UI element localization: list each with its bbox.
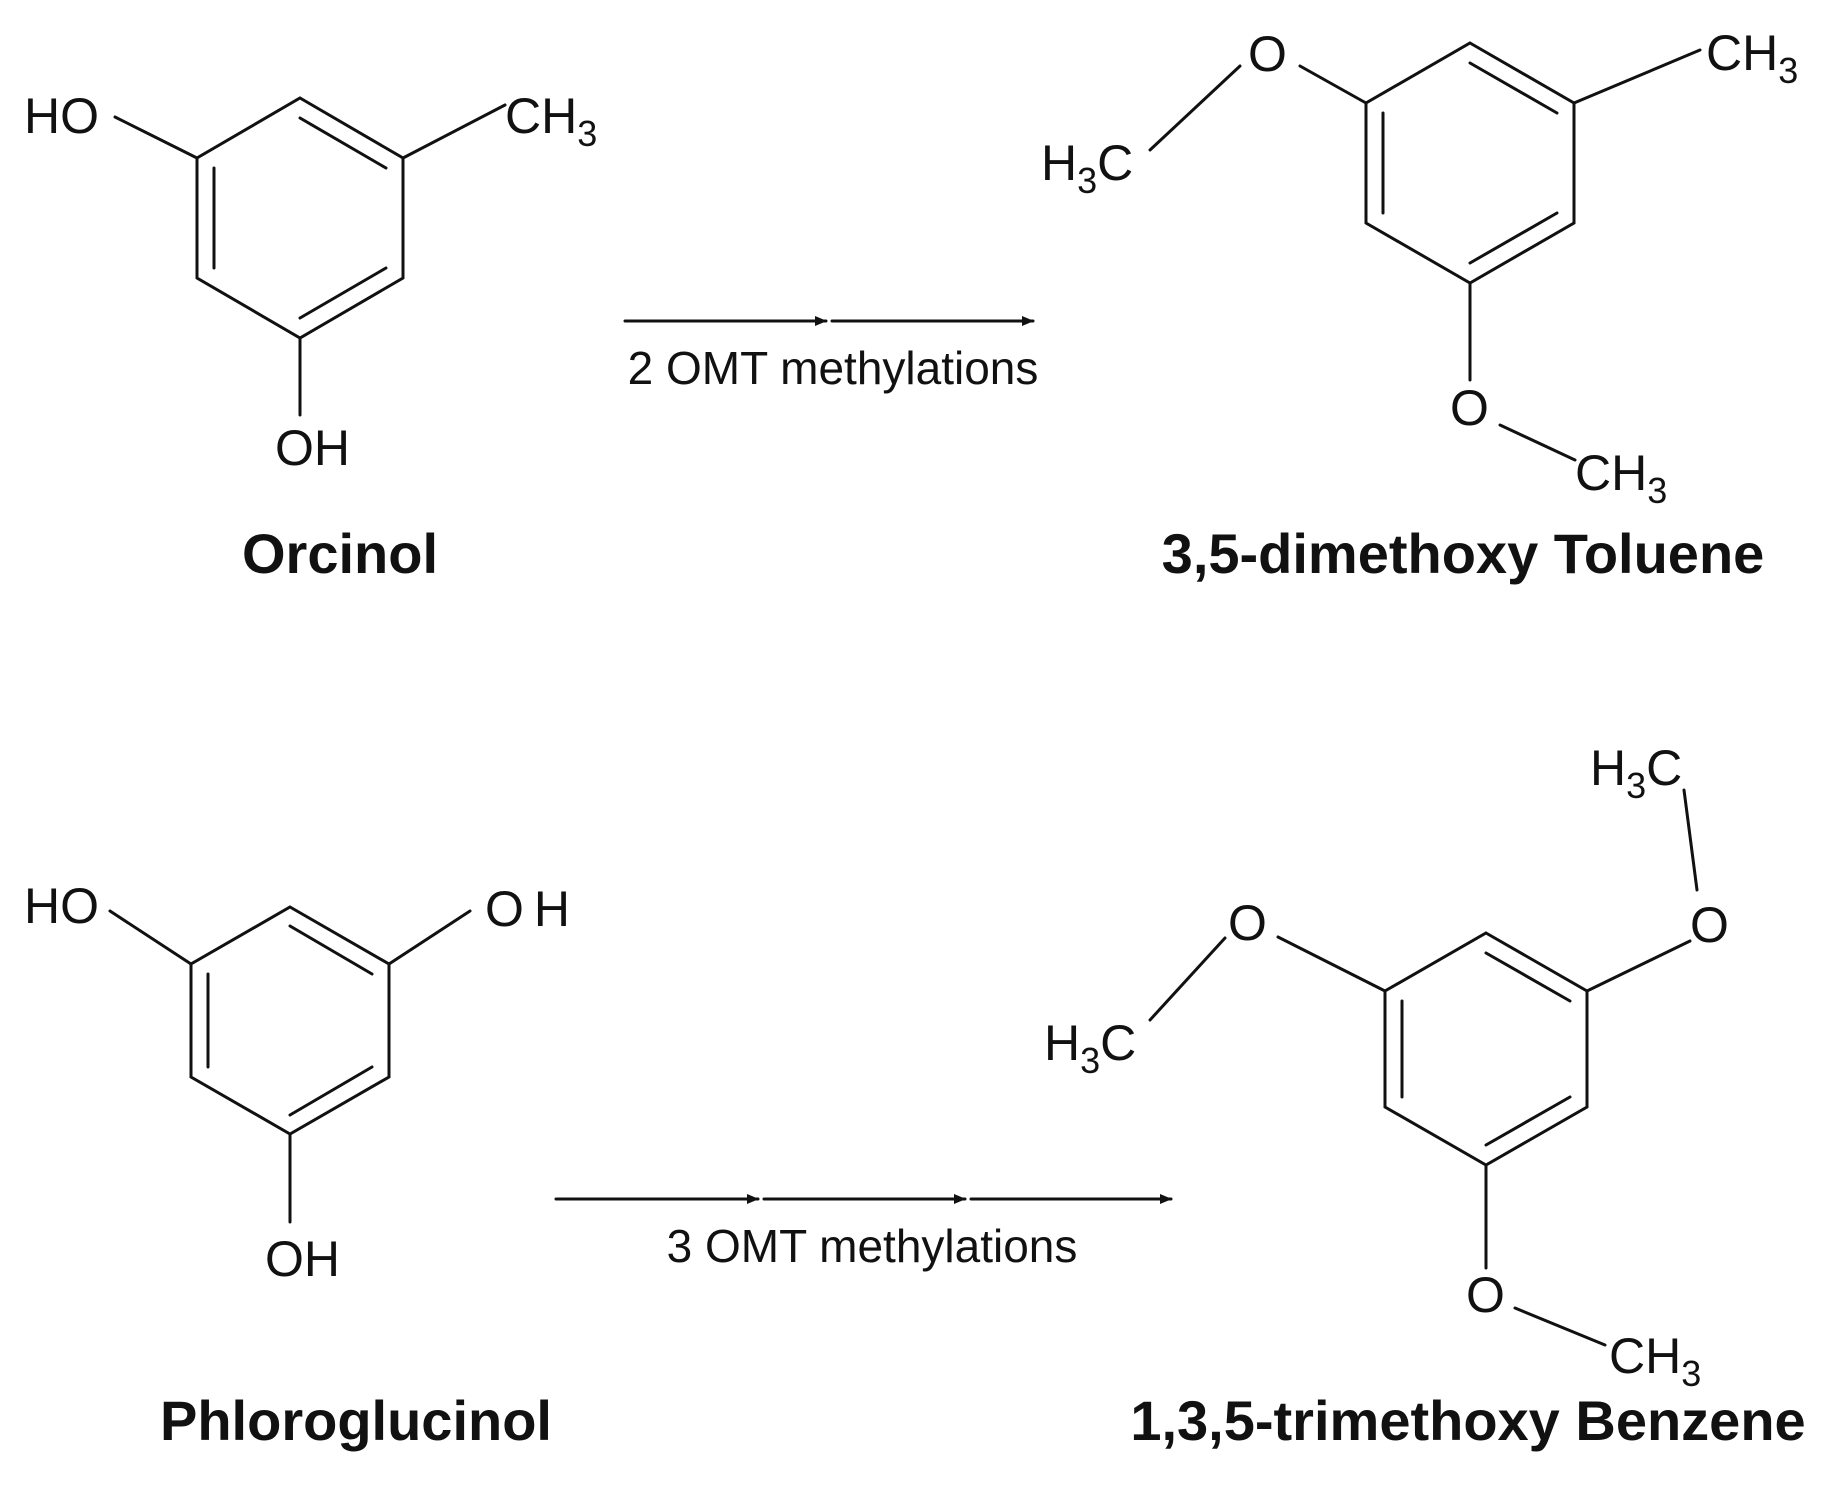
atom-label-ch3: CH3	[1575, 445, 1667, 511]
benzene-ring	[189, 905, 391, 1136]
bond-ring-o1	[1298, 64, 1368, 105]
bond-oh	[387, 909, 472, 966]
bond-o-left-methyl	[1148, 936, 1227, 1022]
benzene-ring	[1364, 41, 1576, 285]
bond-ho	[108, 909, 193, 966]
bond-o2-methyl	[1498, 423, 1577, 462]
atom-label-oh: OH	[485, 881, 580, 937]
trimethoxy-benzene-structure: H3C O O H3C O CH3	[1044, 740, 1729, 1394]
phloroglucinol-structure: HO OH OH	[24, 878, 580, 1287]
atom-label-o: O	[1248, 26, 1287, 82]
compound-name-dimethoxy-toluene: 3,5-dimethoxy Toluene	[1162, 522, 1765, 585]
bond-ho	[113, 115, 199, 160]
atom-label-h3c: H3C	[1044, 1015, 1136, 1081]
bond-o-right-methyl	[1682, 788, 1699, 892]
atom-label-o: O	[1450, 380, 1489, 436]
atom-label-ch3: CH3	[505, 88, 597, 154]
orcinol-structure: HO CH3 OH	[24, 88, 597, 476]
reaction-label-bottom: 3 OMT methylations	[667, 1220, 1078, 1272]
bond-o-bottom-methyl	[1513, 1306, 1607, 1347]
benzene-ring	[195, 96, 405, 340]
atom-label-o: O	[1466, 1267, 1505, 1323]
atom-label-ch3: CH3	[1609, 1328, 1701, 1394]
bond-ch3	[401, 103, 507, 160]
atom-label-ho: HO	[24, 878, 99, 934]
atom-label-oh: OH	[275, 420, 350, 476]
reaction-label-top: 2 OMT methylations	[628, 342, 1039, 394]
benzene-ring	[1383, 931, 1589, 1167]
atom-label-ho: HO	[24, 88, 99, 144]
atom-label-h3c: H3C	[1590, 740, 1682, 806]
compound-name-phloroglucinol: Phloroglucinol	[160, 1389, 552, 1452]
bond-ch3	[1572, 48, 1702, 105]
atom-label-oh: OH	[265, 1231, 340, 1287]
compound-name-orcinol: Orcinol	[242, 522, 438, 585]
bond-ring-o-right	[1585, 939, 1692, 993]
bond-o1-methyl	[1148, 64, 1242, 152]
atom-label-ch3: CH3	[1706, 25, 1798, 91]
compound-name-trimethoxy-benzene: 1,3,5-trimethoxy Benzene	[1130, 1389, 1805, 1452]
atom-label-o: O	[1228, 895, 1267, 951]
dimethoxy-toluene-structure: O H3C CH3 O CH3	[1041, 25, 1798, 511]
atom-label-o: O	[1690, 897, 1729, 953]
bond-ring-o-left	[1276, 935, 1387, 993]
atom-label-h3c: H3C	[1041, 135, 1133, 201]
